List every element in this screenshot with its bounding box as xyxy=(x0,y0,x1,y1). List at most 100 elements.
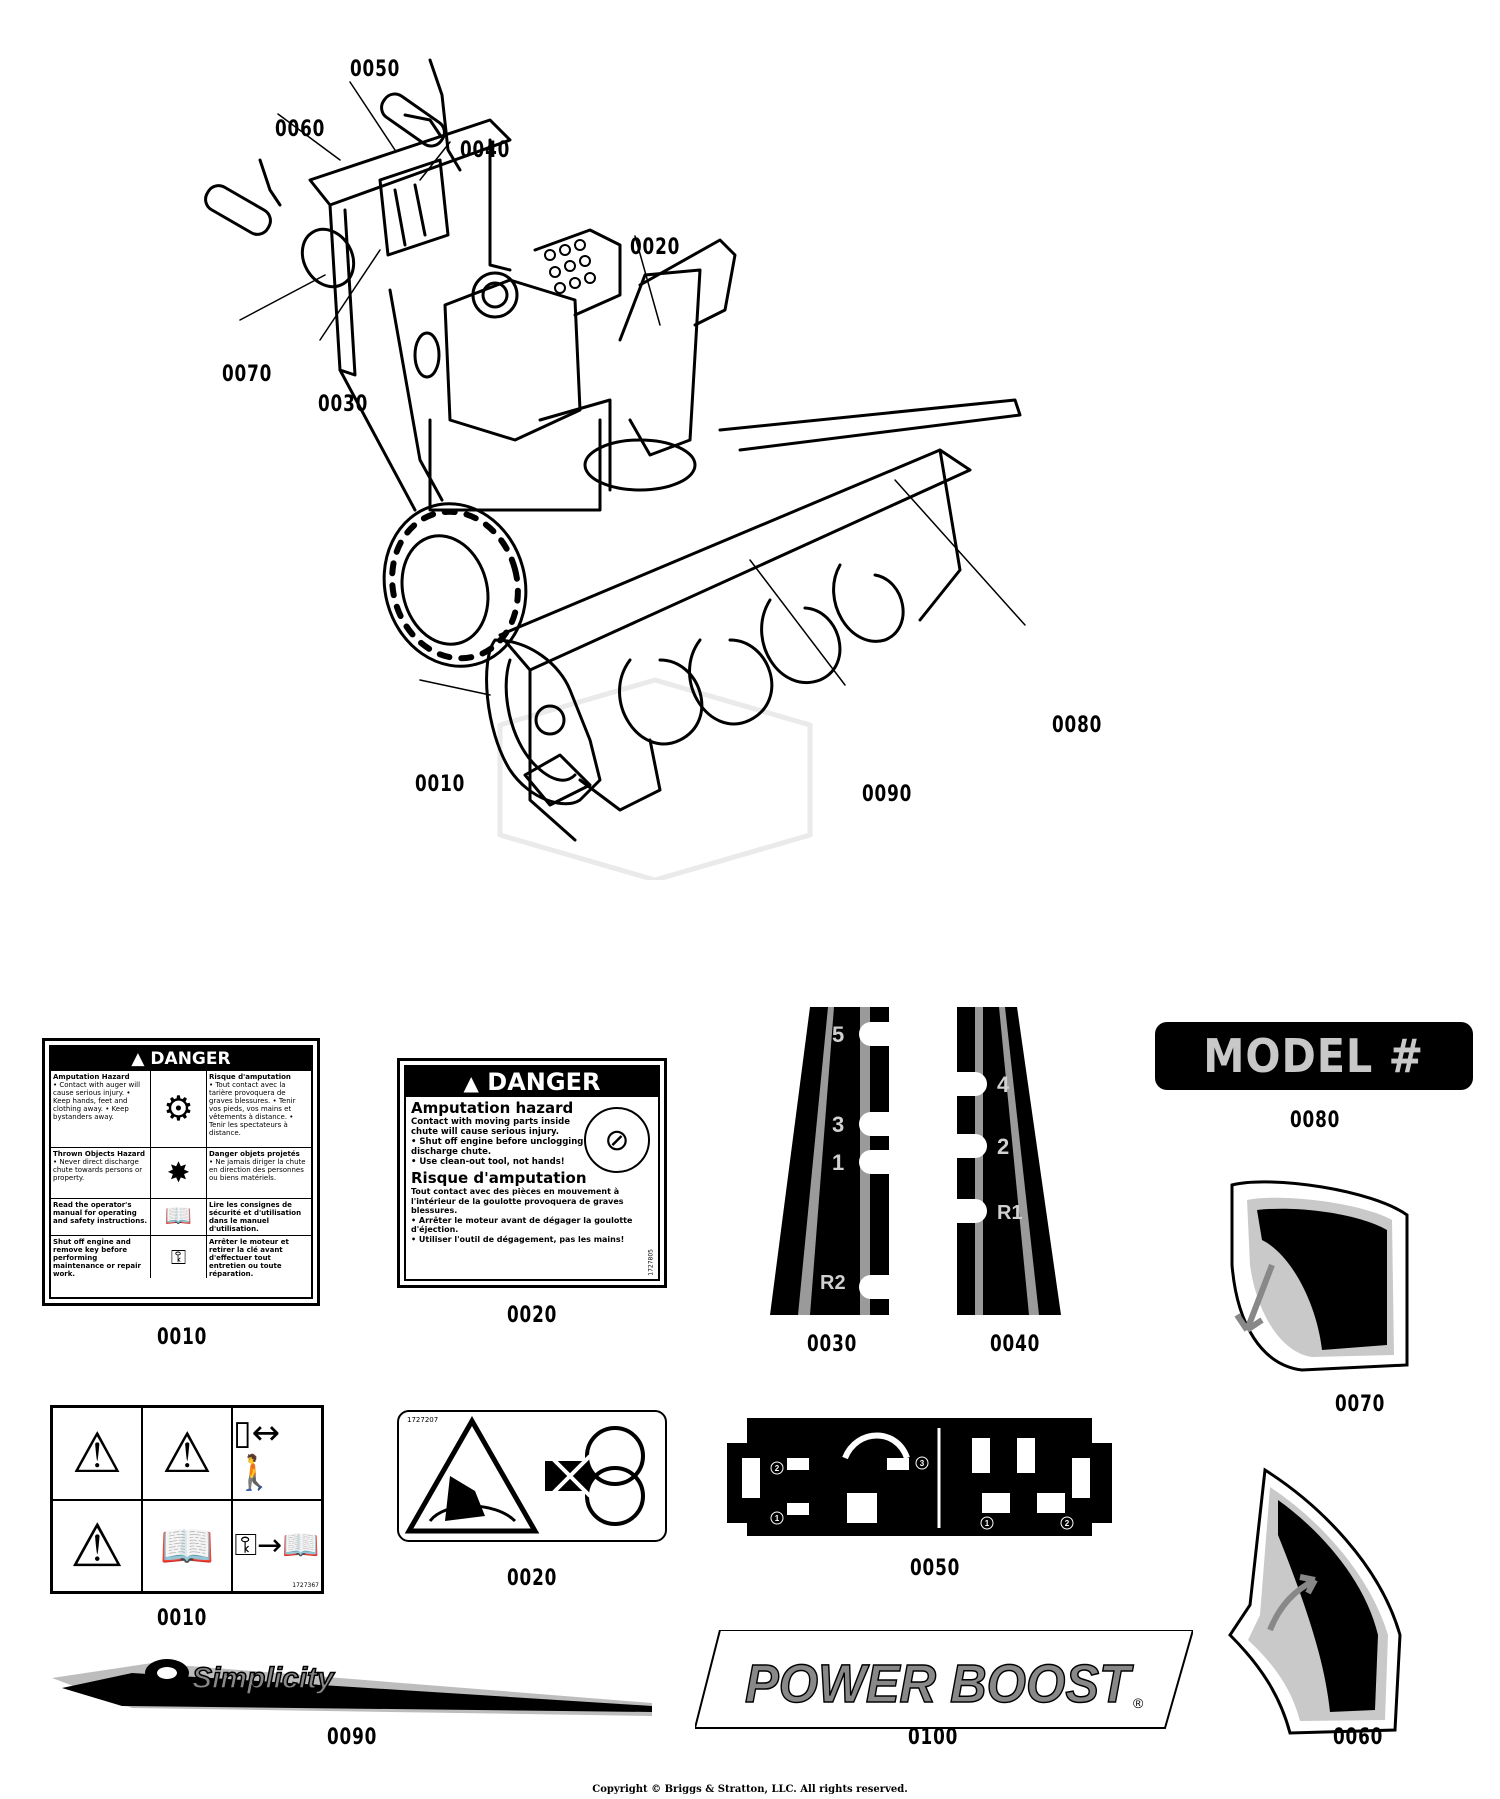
power-boost-text: POWER BOOST xyxy=(745,1654,1134,1714)
thrown-objects-icon: ✸ xyxy=(150,1148,207,1198)
auger-hazard-icon: ⚙ xyxy=(150,1071,207,1147)
decal-0040-speed-strip: 4 2 R1 xyxy=(957,1007,1061,1315)
danger-header: ▲ DANGER xyxy=(406,1067,658,1097)
part-number: 1727367 xyxy=(292,1582,319,1589)
warning-triangle-icon: ▲ xyxy=(131,1049,145,1069)
speed-r2: R2 xyxy=(820,1272,846,1294)
auger-warning-icon: ⚠ xyxy=(52,1407,142,1500)
decal-0080-model-number: MODEL # xyxy=(1155,1022,1473,1090)
part-number: 1727805 xyxy=(648,1249,655,1276)
hand-in-chute-warning-icon xyxy=(405,1416,540,1534)
decal-0060-chute-handle xyxy=(1228,1467,1402,1735)
auger-housing xyxy=(485,398,1022,842)
control-number: 1 xyxy=(985,1519,990,1528)
section-text: Lire les consignes de sécurité et d'util… xyxy=(208,1201,302,1233)
section-title: Risque d'amputation xyxy=(208,1073,291,1081)
decal-0020-danger: ▲ DANGER Amputation hazard Contact with … xyxy=(397,1058,667,1288)
thrown-objects-warning-icon: ⚠ xyxy=(142,1407,232,1500)
en-title: Amputation hazard xyxy=(411,1099,574,1117)
section-title: Amputation Hazard xyxy=(53,1073,130,1081)
snowblower-illustration xyxy=(204,58,1026,880)
decal-0020-chute-pictogram: 1727207 xyxy=(397,1410,667,1542)
speed-2: 2 xyxy=(997,1134,1009,1159)
engine xyxy=(413,228,622,512)
fr-text: Tout contact avec des pièces en mouvemen… xyxy=(411,1187,624,1215)
callout-0070: 0070 xyxy=(222,362,273,387)
label-0070: 0070 xyxy=(1335,1392,1386,1417)
callout-0050: 0050 xyxy=(350,57,401,82)
remove-key-icon: ⚿ xyxy=(150,1236,207,1278)
label-0100: 0100 xyxy=(908,1725,959,1750)
simplicity-text: Simplicity xyxy=(192,1662,335,1695)
amputation-icon: ⊘ xyxy=(584,1107,650,1173)
control-number: 1 xyxy=(775,1514,780,1523)
callout-0080: 0080 xyxy=(1052,713,1103,738)
copyright-notice: Copyright © Briggs & Stratton, LLC. All … xyxy=(592,1784,908,1795)
speed-5: 5 xyxy=(832,1022,844,1047)
discharge-chute xyxy=(583,238,737,492)
label-0020-b: 0020 xyxy=(507,1566,558,1591)
speed-3: 3 xyxy=(832,1112,844,1137)
decal-0010-danger: ▲ DANGER Amputation Hazard• Contact with… xyxy=(42,1038,320,1306)
label-0060: 0060 xyxy=(1333,1725,1384,1750)
decal-0030-speed-strip: 5 3 1 R2 xyxy=(770,1007,889,1315)
en-bullet: • Shut off engine before unclogging disc… xyxy=(411,1137,584,1157)
control-number: 2 xyxy=(775,1464,780,1473)
speed-1: 1 xyxy=(832,1150,844,1175)
callout-0090: 0090 xyxy=(862,782,913,807)
decal-0090-simplicity: Simplicity xyxy=(52,1659,652,1716)
section-text: • Ne jamais diriger la chute en directio… xyxy=(208,1158,306,1182)
callout-0040: 0040 xyxy=(460,138,511,163)
label-0080: 0080 xyxy=(1290,1108,1341,1133)
decal-0070-chute-handle xyxy=(1230,1180,1409,1372)
keep-distance-icon: ▯↔🚶 xyxy=(232,1407,322,1500)
control-number: 3 xyxy=(920,1459,925,1468)
callout-0010: 0010 xyxy=(415,772,466,797)
en-text: Contact with moving parts inside chute w… xyxy=(411,1117,570,1137)
label-0010-a: 0010 xyxy=(157,1325,208,1350)
label-0090: 0090 xyxy=(327,1725,378,1750)
en-bullet: • Use clean-out tool, not hands! xyxy=(411,1157,565,1167)
handlebar xyxy=(204,58,512,512)
speed-r1: R1 xyxy=(997,1202,1023,1224)
section-text: Shut off engine and remove key before pe… xyxy=(53,1238,142,1278)
callout-leaders xyxy=(239,81,1026,696)
danger-header: ▲ DANGER xyxy=(51,1047,311,1071)
label-0040: 0040 xyxy=(990,1332,1041,1357)
warning-triangle-icon: ▲ xyxy=(463,1071,479,1095)
general-warning-icon: ⚠ xyxy=(52,1499,142,1592)
label-0050: 0050 xyxy=(910,1556,961,1581)
model-number-text: MODEL # xyxy=(1203,1029,1425,1083)
callout-0020: 0020 xyxy=(630,235,681,260)
wheel xyxy=(382,502,528,668)
manual-book-icon: 📖 xyxy=(150,1199,207,1235)
auger-spirals xyxy=(578,563,905,812)
section-text: • Never direct discharge chute towards p… xyxy=(53,1158,143,1182)
no-hands-auger-icon xyxy=(545,1426,645,1526)
watermark xyxy=(497,677,813,880)
section-title: Danger objets projetés xyxy=(208,1150,300,1158)
remove-key-icon: ⚿→📖 1727367 xyxy=(232,1499,322,1592)
registered-mark: ® xyxy=(1133,1695,1144,1711)
control-number: 2 xyxy=(1065,1519,1070,1528)
label-0010-b: 0010 xyxy=(157,1606,208,1631)
read-manual-icon: 📖 xyxy=(142,1499,232,1592)
label-0030: 0030 xyxy=(807,1332,858,1357)
section-text: Arrêter le moteur et retirer la clé avan… xyxy=(208,1238,289,1278)
decal-0050-controls: 2 1 3 1 2 xyxy=(727,1418,1112,1536)
part-number: 1727207 xyxy=(407,1416,439,1424)
danger-title: DANGER xyxy=(487,1068,601,1096)
callout-0030: 0030 xyxy=(318,392,369,417)
callout-0060: 0060 xyxy=(275,117,326,142)
fr-bullet: • Arrêter le moteur avant de dégager la … xyxy=(411,1215,633,1235)
section-text: Read the operator's manual for operating… xyxy=(53,1201,148,1225)
speed-4: 4 xyxy=(997,1072,1010,1097)
label-0020-a: 0020 xyxy=(507,1303,558,1328)
fr-title: Risque d'amputation xyxy=(411,1169,587,1187)
fr-bullet: • Utiliser l'outil de dégagement, pas le… xyxy=(411,1234,625,1244)
section-text: • Contact with auger will cause serious … xyxy=(53,1081,141,1121)
section-text: • Tout contact avec la tarière provoquer… xyxy=(208,1081,296,1137)
danger-title: DANGER xyxy=(150,1049,231,1069)
section-title: Thrown Objects Hazard xyxy=(53,1150,145,1158)
decal-0010-pictograms: ⚠ ⚠ ▯↔🚶 ⚠ 📖 ⚿→📖 1727367 xyxy=(50,1405,324,1594)
